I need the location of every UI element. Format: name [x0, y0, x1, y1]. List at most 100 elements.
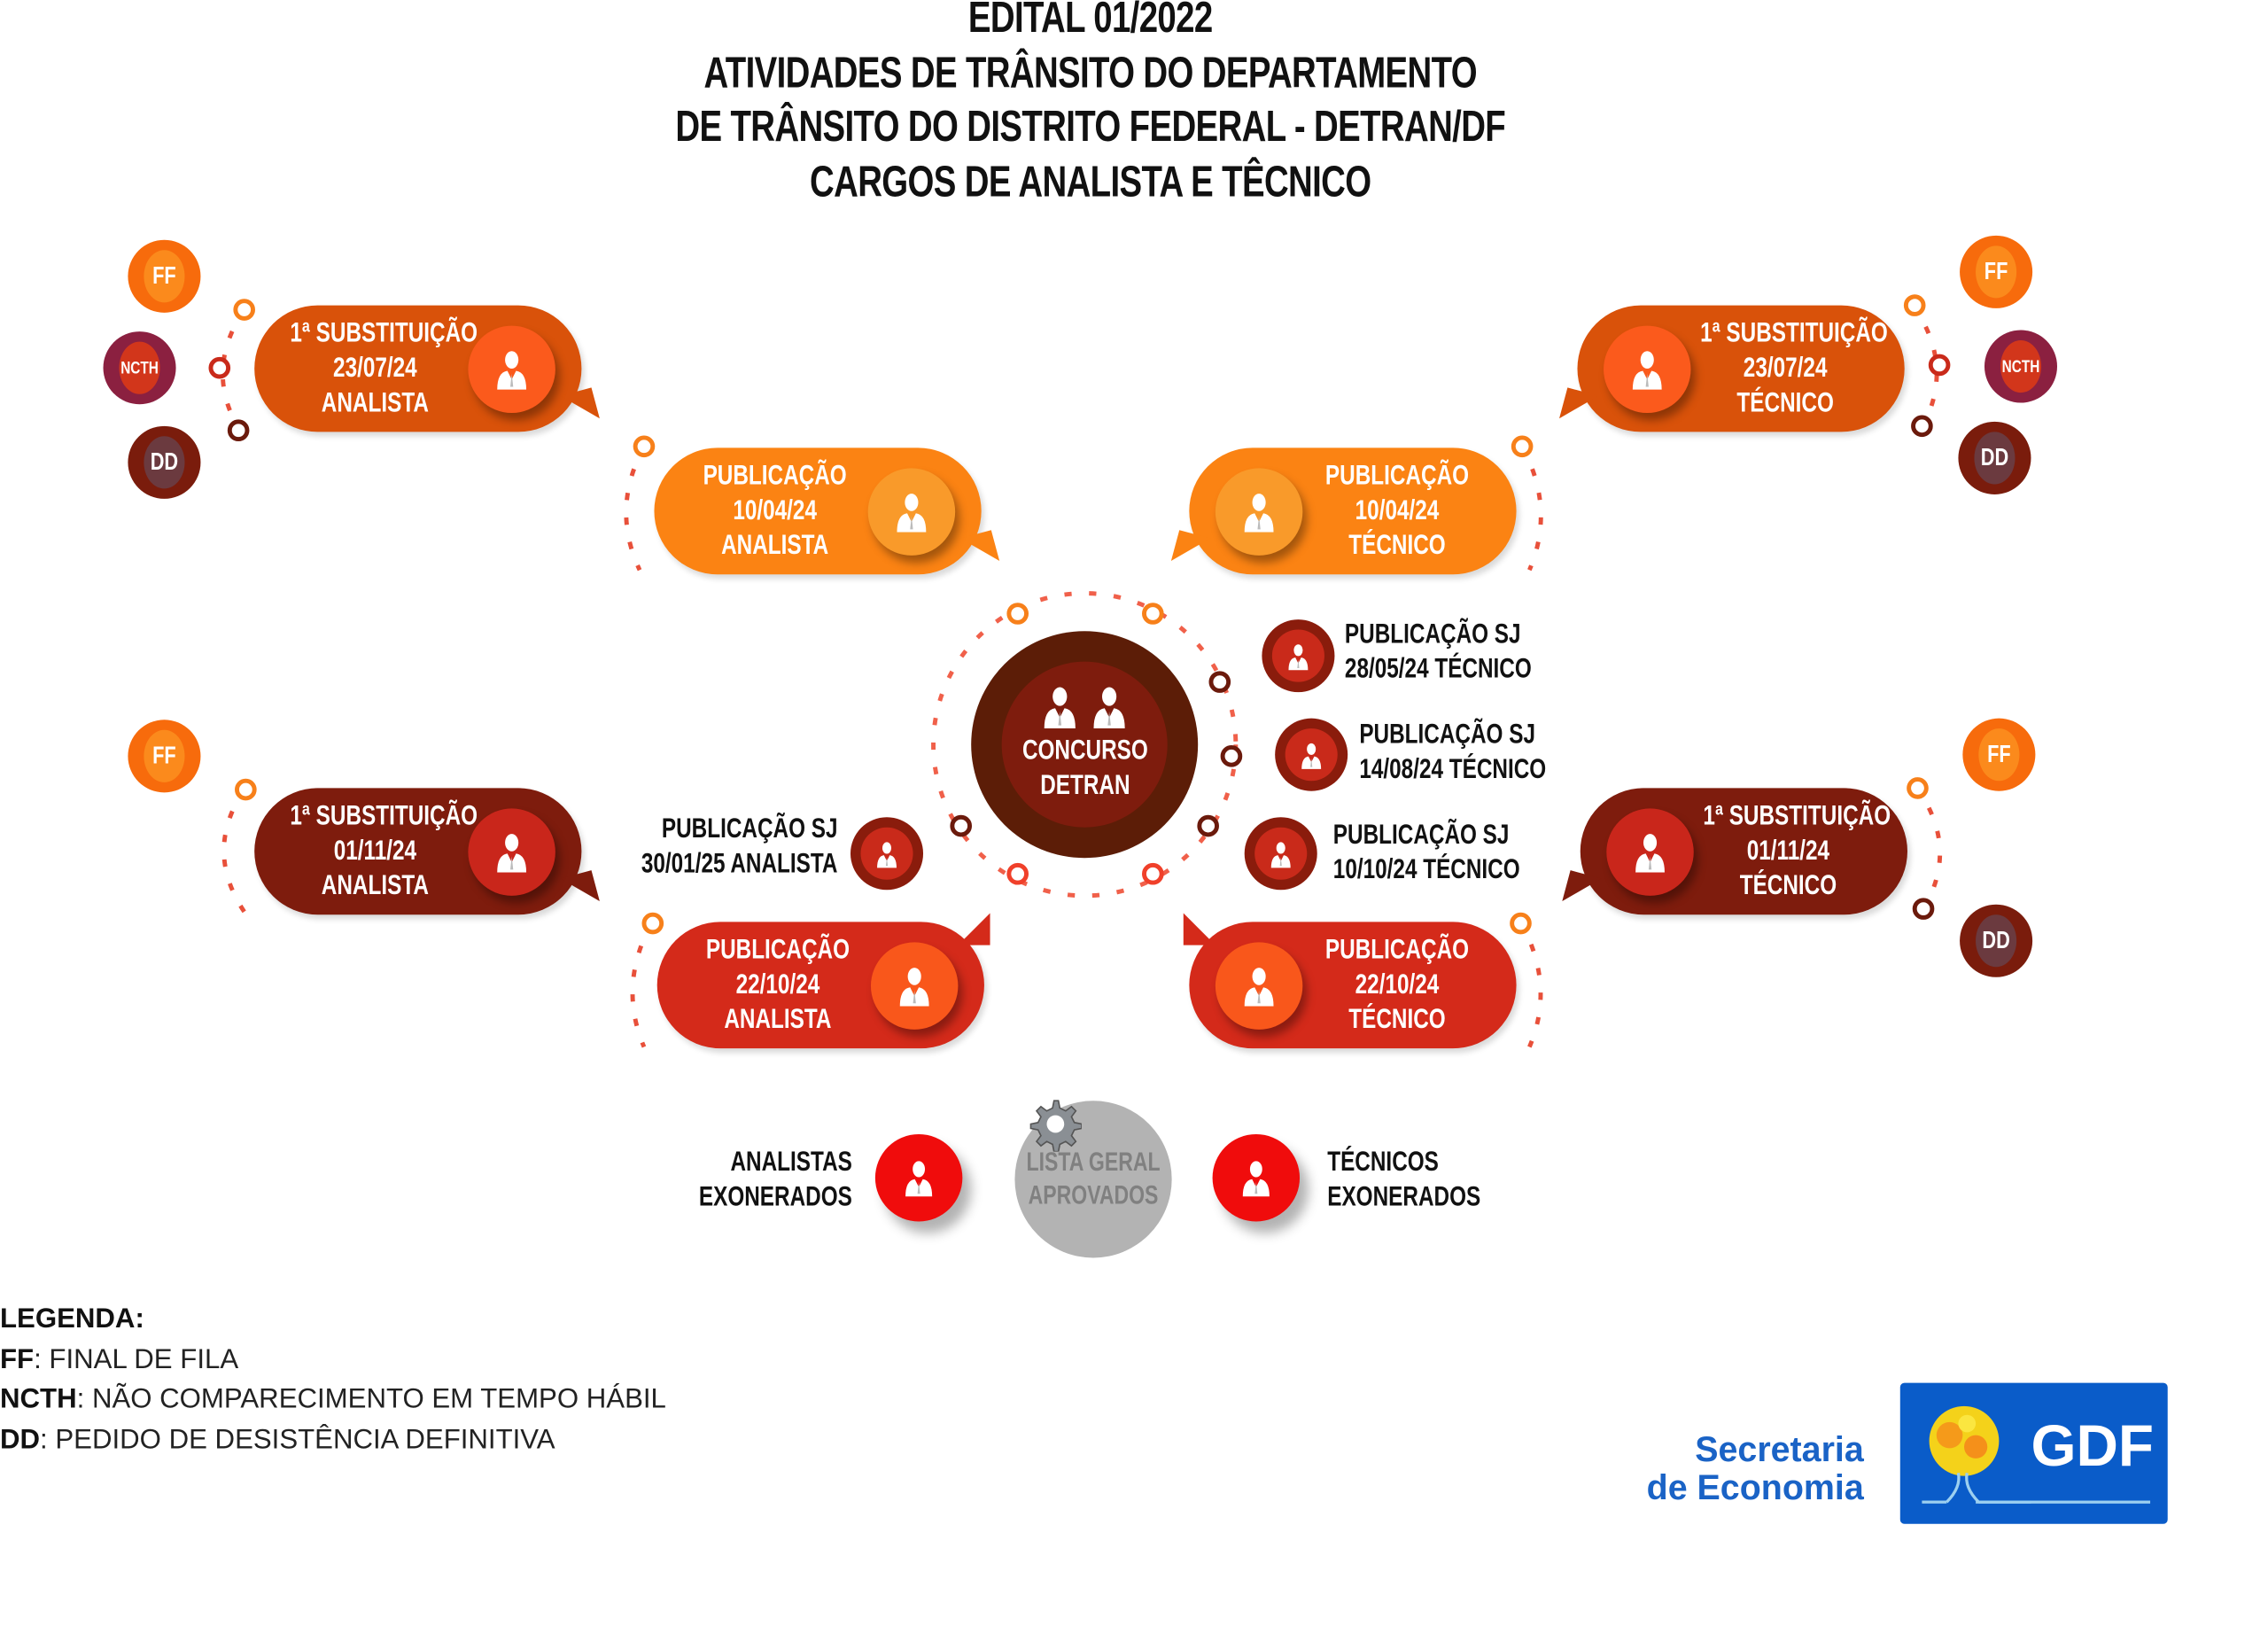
person-circle: [468, 325, 555, 414]
center-line1: CONCURSO: [1021, 735, 1148, 766]
sj-publication-marker[interactable]: [850, 817, 924, 891]
legend-item: DD: PEDIDO DE DESISTÊNCIA DEFINITIVA: [0, 1420, 666, 1459]
person-headset-icon: [875, 840, 898, 867]
bubble-text-line: 22/10/24: [735, 969, 820, 1001]
legend-desc: : NÃO COMPARECIMENTO EM TEMPO HÁBIL: [76, 1384, 666, 1415]
badge-ff-label: FF: [1976, 245, 2017, 299]
legend-title: LEGENDA:: [0, 1303, 144, 1335]
analistas-exonerados-button[interactable]: [874, 1133, 963, 1222]
legend-key: NCTH: [0, 1384, 77, 1415]
bubble-text-line: 1ª SUBSTITUIÇÃO: [1703, 801, 1891, 832]
legend-desc: : PEDIDO DE DESISTÊNCIA DEFINITIVA: [40, 1424, 555, 1455]
person-circle: [867, 468, 956, 556]
person-headset-circle: [1606, 808, 1694, 896]
person-icon: [1041, 685, 1079, 728]
center-line2: DETRAN: [1039, 770, 1130, 802]
person-headset-icon: [1630, 349, 1665, 390]
gdf-logo: GDF: [1899, 1382, 2168, 1524]
label-line: TÉCNICOS: [1327, 1147, 1439, 1179]
bubble-text-line: 10/04/24: [1355, 495, 1440, 527]
sj-publication-marker[interactable]: [1244, 817, 1317, 891]
sj-publication-marker[interactable]: [1275, 718, 1348, 791]
tecnicos-exonerados-button[interactable]: [1212, 1133, 1301, 1222]
gear-icon: [1029, 1100, 1082, 1152]
sj-line: PUBLICAÇÃO SJ: [1344, 619, 1521, 650]
tecnicos-exonerados-label: TÉCNICOS EXONERADOS: [1327, 1146, 1480, 1216]
sj-line: 28/05/24 TÉCNICO: [1344, 654, 1532, 685]
legend-key: DD: [0, 1424, 41, 1455]
bubble-text-line: 01/11/24: [333, 836, 417, 867]
badge-ff[interactable]: FF: [128, 239, 201, 313]
sj-publication-marker[interactable]: [1262, 619, 1335, 693]
person-icon: [494, 832, 529, 873]
sj-line: PUBLICAÇÃO SJ: [1332, 820, 1510, 851]
sj-line: 10/10/24 TÉCNICO: [1332, 854, 1520, 886]
title-line: DE TRÂNSITO DO DISTRITO FEDERAL - DETRAN…: [675, 103, 1506, 152]
badge-ncth[interactable]: NCTH: [103, 331, 176, 405]
concurso-detran-hub[interactable]: CONCURSO DETRAN: [971, 631, 1199, 859]
badge-dd-label: DD: [144, 436, 185, 489]
title-line: CARGOS DE ANALISTA E TÊCNICO: [810, 158, 1371, 206]
badge-ncth-label: NCTH: [2000, 339, 2042, 393]
badge-dd-label: DD: [1976, 914, 2017, 968]
person-circle: [870, 942, 959, 1030]
person-icon: [897, 966, 931, 1007]
legend-desc: : FINAL DE FILA: [34, 1344, 239, 1375]
bubble-text-line: 1ª SUBSTITUIÇÃO: [290, 318, 478, 349]
bubble-text-line: 23/07/24: [1743, 353, 1828, 385]
connector-nodes: [208, 294, 1951, 935]
badge-ff-label: FF: [144, 250, 185, 303]
sj-line: 30/01/25 ANALISTA: [641, 849, 838, 880]
badge-ff-label: FF: [1978, 728, 2020, 782]
label-line: EXONERADOS: [698, 1182, 852, 1213]
legend-item: FF: FINAL DE FILA: [0, 1340, 666, 1380]
person-icon: [903, 1159, 935, 1197]
bubble-text-line: PUBLICAÇÃO: [705, 935, 850, 966]
bubble-text-line: TÉCNICO: [1348, 1004, 1446, 1036]
bubble-text-line: 22/10/24: [1355, 969, 1440, 1001]
legend-item: NCTH: NÃO COMPARECIMENTO EM TEMPO HÁBIL: [0, 1380, 666, 1420]
analista-tecnico-icons: [1041, 685, 1128, 728]
person-headset-icon: [1241, 492, 1276, 533]
person-icon: [494, 349, 529, 390]
person-icon: [894, 492, 928, 533]
badge-ff[interactable]: FF: [128, 720, 201, 793]
person-headset-circle: [1215, 942, 1303, 1030]
bubble-text-line: 1ª SUBSTITUIÇÃO: [1700, 318, 1888, 349]
badge-dd[interactable]: DD: [1958, 421, 2031, 494]
badge-ff[interactable]: FF: [1962, 718, 2036, 791]
logo-line: de Economia: [1646, 1468, 1864, 1508]
label-line: APROVADOS: [1028, 1180, 1159, 1210]
bubble-text-line: 10/04/24: [733, 495, 817, 527]
badge-dd[interactable]: DD: [128, 425, 201, 499]
tree-icon: [1922, 1405, 2031, 1504]
person-headset-icon: [1091, 685, 1129, 728]
bubble-text-line: PUBLICAÇÃO: [703, 461, 847, 492]
badge-ncth[interactable]: NCTH: [1984, 330, 2058, 403]
person-headset-icon: [1300, 741, 1323, 768]
gdf-text: GDF: [2031, 1414, 2155, 1479]
badge-ff[interactable]: FF: [1960, 235, 2033, 308]
analistas-exonerados-label: ANALISTAS EXONERADOS: [699, 1146, 852, 1216]
badge-dd[interactable]: DD: [1960, 904, 2033, 977]
bubble-text-line: ANALISTA: [321, 388, 429, 419]
person-headset-circle: [1604, 325, 1691, 414]
person-headset-icon: [1633, 832, 1667, 873]
bubble-text-line: 1ª SUBSTITUIÇÃO: [290, 801, 478, 832]
label-line: EXONERADOS: [1327, 1182, 1481, 1213]
badge-dd-label: DD: [1974, 432, 2016, 485]
bubble-text-line: TÉCNICO: [1348, 530, 1446, 562]
